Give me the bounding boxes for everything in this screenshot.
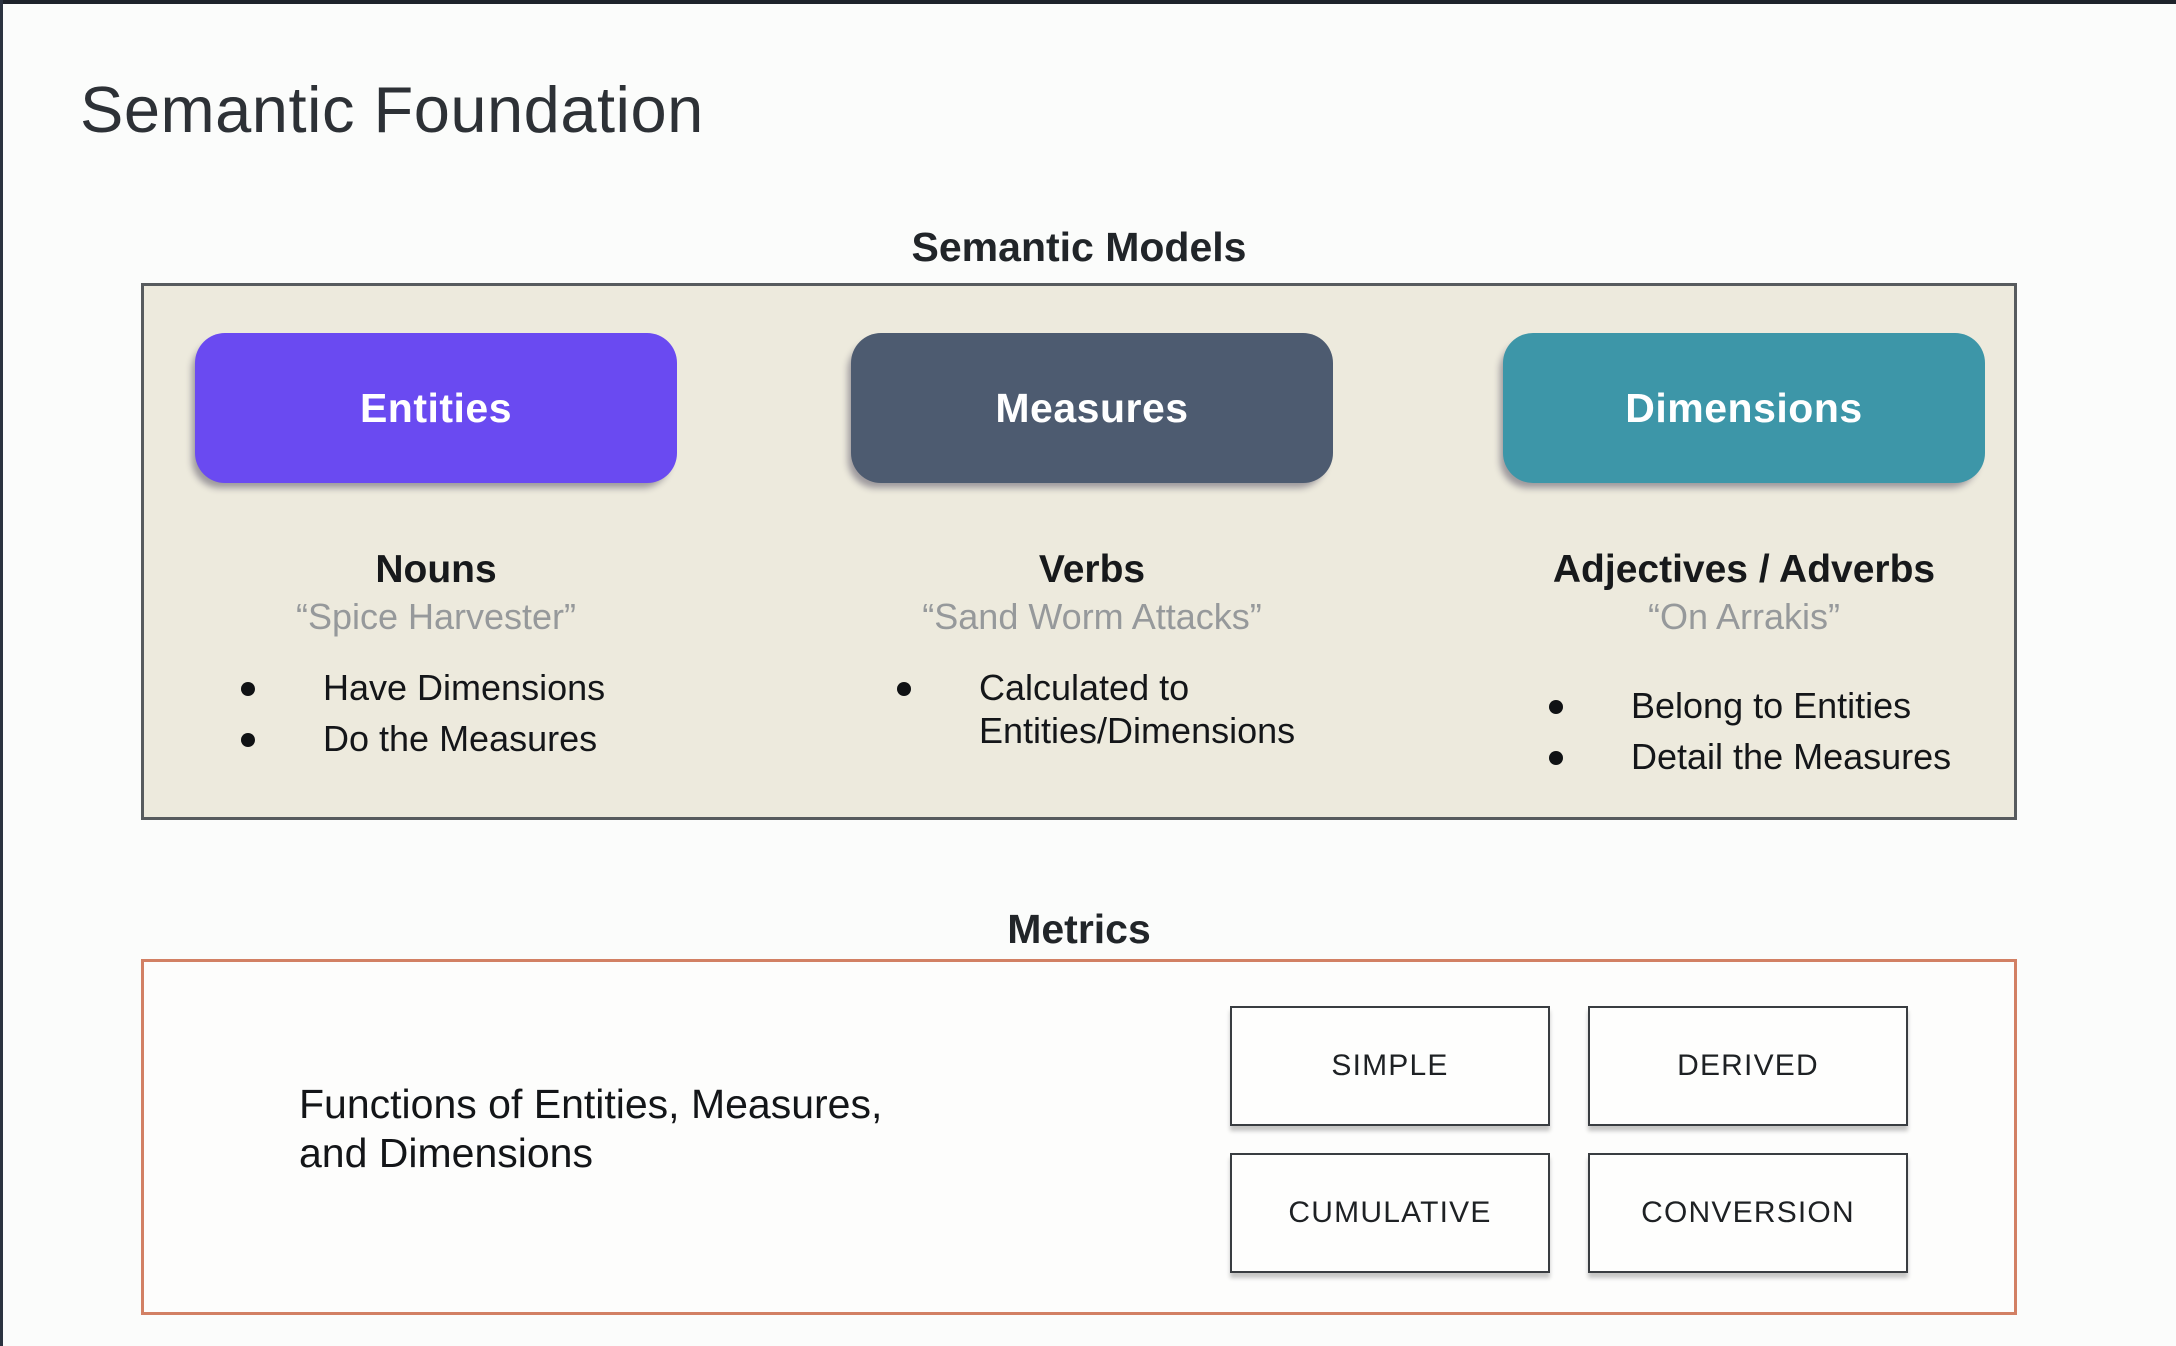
bullet-text: Do the Measures [323, 717, 598, 759]
list-item: Calculated to Entities/Dimensions [897, 667, 1342, 752]
bullet-dot-icon [1549, 750, 1563, 765]
bullet-text: Detail the Measures [1631, 735, 1952, 777]
entities-bullet-list: Have Dimensions Do the Measures [241, 667, 686, 760]
metrics-box: Functions of Entities, Measures, and Dim… [141, 959, 2017, 1315]
entities-column: Entities Nouns “Spice Harvester” Have Di… [186, 286, 686, 768]
metrics-heading: Metrics [1007, 906, 1151, 952]
bullet-dot-icon [241, 732, 255, 747]
frame-left-edge [0, 0, 3, 1346]
entities-example-quote: “Spice Harvester” [295, 595, 577, 637]
measures-column: Measures Verbs “Sand Worm Attacks” Calcu… [842, 286, 1342, 760]
list-item: Belong to Entities [1549, 685, 1994, 727]
bullet-dot-icon [241, 682, 255, 697]
measures-role-label: Verbs [1038, 548, 1146, 591]
bullet-dot-icon [1549, 700, 1563, 715]
bullet-dot-icon [897, 682, 911, 697]
bullet-text: Belong to Entities [1631, 685, 1912, 727]
metric-types-grid: SIMPLE DERIVED CUMULATIVE CONVERSION [1230, 1006, 1908, 1273]
metrics-description: Functions of Entities, Measures, and Dim… [299, 1081, 883, 1177]
list-item: Have Dimensions [241, 667, 686, 709]
dimensions-example-quote: “On Arrakis” [1647, 595, 1841, 637]
measures-pill: Measures [851, 333, 1333, 483]
metric-type-conversion: CONVERSION [1588, 1153, 1908, 1273]
entities-pill: Entities [195, 333, 677, 483]
measures-bullet-list: Calculated to Entities/Dimensions [897, 667, 1342, 752]
semantic-models-box: Entities Nouns “Spice Harvester” Have Di… [141, 283, 2017, 820]
semantic-models-heading: Semantic Models [911, 224, 1247, 270]
list-item: Do the Measures [241, 718, 686, 760]
dimensions-column: Dimensions Adjectives / Adverbs “On Arra… [1494, 286, 1994, 786]
metric-type-cumulative: CUMULATIVE [1230, 1153, 1550, 1273]
dimensions-bullet-list: Belong to Entities Detail the Measures [1549, 685, 1994, 778]
dimensions-pill: Dimensions [1503, 333, 1985, 483]
frame-top-edge [0, 0, 2176, 4]
bullet-text: Calculated to Entities/Dimensions [979, 667, 1296, 751]
list-item: Detail the Measures [1549, 736, 1994, 778]
bullet-text: Have Dimensions [323, 667, 606, 709]
measures-example-quote: “Sand Worm Attacks” [922, 595, 1262, 637]
metric-type-simple: SIMPLE [1230, 1006, 1550, 1126]
dimensions-role-label: Adjectives / Adverbs [1552, 548, 1936, 591]
metric-type-derived: DERIVED [1588, 1006, 1908, 1126]
page-title: Semantic Foundation [80, 73, 704, 146]
entities-role-label: Nouns [375, 548, 497, 591]
